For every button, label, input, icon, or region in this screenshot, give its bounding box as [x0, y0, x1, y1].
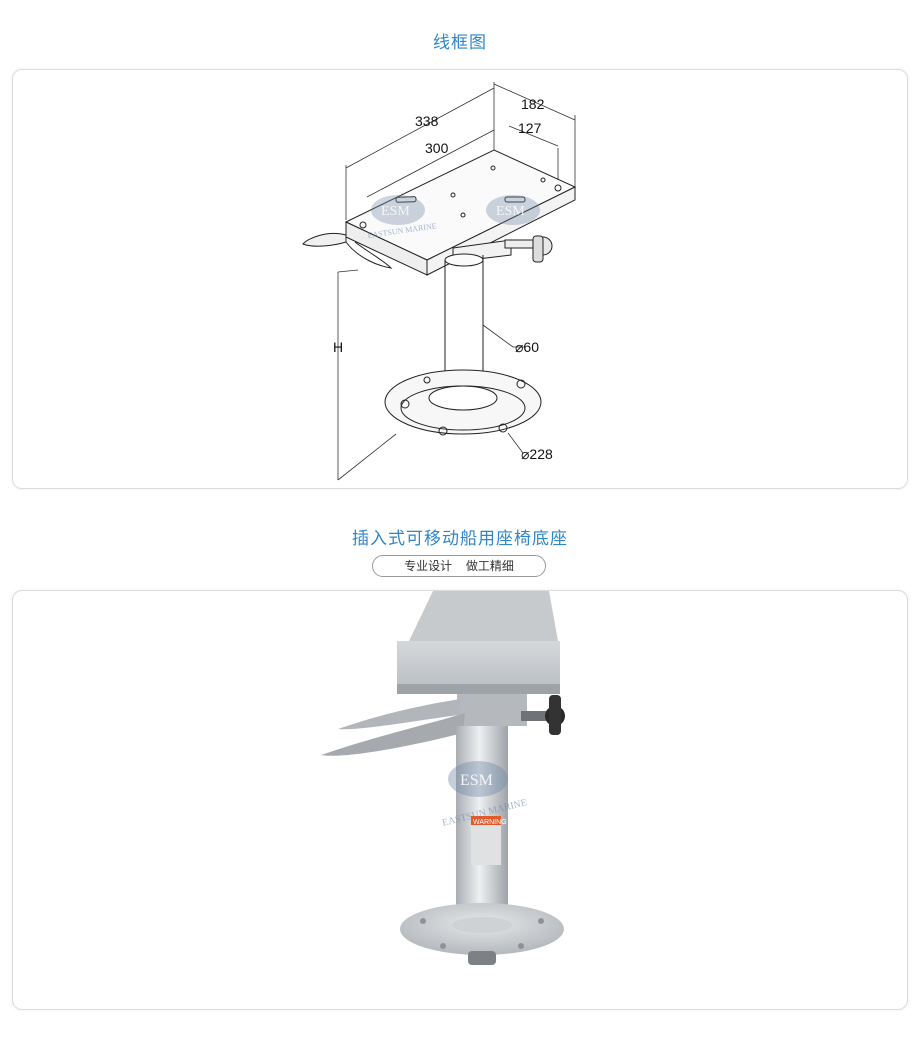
dim-height: H — [333, 339, 343, 355]
watermark-brand-2: ESM — [496, 204, 525, 219]
product-photo: WARNING ESM EASTSUN MARINE — [321, 591, 565, 965]
section-title-product: 插入式可移动船用座椅底座 — [352, 529, 568, 549]
wireframe-drawing: 338 300 182 127 H ⌀60 ⌀228 ESM ESM EASTS… — [302, 82, 577, 481]
tagline-right: 做工精细 — [465, 559, 514, 573]
warning-label: WARNING — [473, 819, 507, 826]
dim-length-outer: 338 — [415, 113, 439, 129]
watermark-logo — [371, 195, 540, 225]
tagline-pill: 专业设计 做工精细 — [372, 555, 546, 577]
watermark-brand: ESM — [381, 204, 410, 219]
tagline-left: 专业设计 — [404, 559, 453, 573]
section-title-wireframe: 线框图 — [433, 33, 487, 53]
photo-card: WARNING ESM EASTSUN MARINE — [12, 590, 908, 1010]
dim-base-diameter: ⌀228 — [521, 446, 553, 462]
dim-pole-diameter: ⌀60 — [515, 339, 539, 355]
dim-length-inner: 300 — [425, 140, 449, 156]
dim-width-outer: 182 — [521, 96, 545, 112]
wireframe-card: 338 300 182 127 H ⌀60 ⌀228 ESM ESM EASTS… — [12, 69, 908, 489]
dim-width-inner: 127 — [518, 120, 542, 136]
photo-watermark-logo — [448, 761, 508, 797]
photo-watermark-brand: ESM — [460, 772, 493, 789]
